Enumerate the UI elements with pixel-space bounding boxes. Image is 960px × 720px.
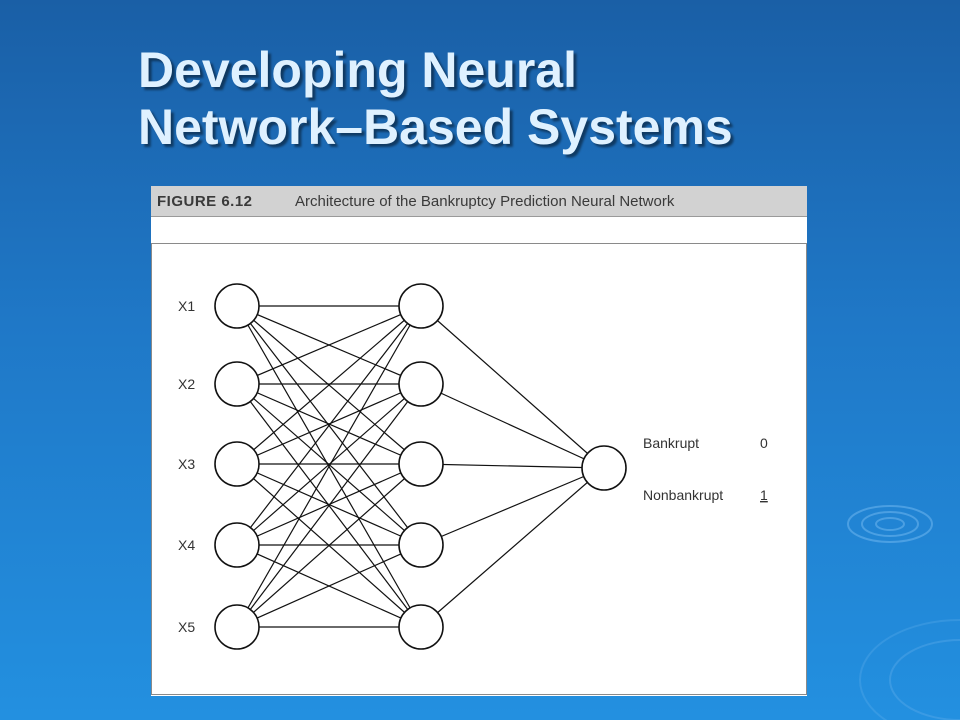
hidden-node [398,283,444,329]
slide-title-line-2: Network–Based Systems [138,99,733,155]
input-label: X3 [178,456,195,472]
connection-line [236,383,422,465]
figure-caption: Architecture of the Bankruptcy Predictio… [295,192,675,210]
input-label: X2 [178,376,195,392]
hidden-node [398,604,444,650]
output-node [581,445,627,491]
input-node [214,361,260,407]
input-label: X5 [178,619,195,635]
input-node [214,522,260,568]
figure-number: FIGURE 6.12 [157,192,253,210]
output-class-value: 1 [760,487,768,503]
connection-line [420,467,605,546]
connection-line [420,467,605,628]
connection-line [236,305,422,628]
connection-line [236,305,422,385]
connection-line [236,305,422,465]
figure-header: FIGURE 6.12 Architecture of the Bankrupt… [151,186,807,217]
input-node [214,441,260,487]
connection-line [236,463,422,628]
slide-title: Developing Neural Network–Based Systems [138,42,733,156]
connection-line [236,544,422,628]
input-node [214,283,260,329]
figure-panel: FIGURE 6.12 Architecture of the Bankrupt… [151,186,807,696]
input-label: X1 [178,298,195,314]
connection-line [420,463,605,469]
hidden-node [398,441,444,487]
ripple-decoration [847,505,960,720]
connection-line [236,305,422,546]
figure-spacer [151,217,807,244]
output-class-value: 0 [760,435,768,451]
hidden-node [398,522,444,568]
hidden-node [398,361,444,407]
connection-line [236,463,422,546]
slide-title-line-1: Developing Neural [138,42,577,98]
input-node [214,604,260,650]
connection-line [236,383,422,546]
input-label: X4 [178,537,195,553]
connection-line [420,305,605,469]
output-class-label: Bankrupt [643,435,699,451]
output-class-label: Nonbankrupt [643,487,723,503]
connection-line [420,383,605,469]
connection-line [236,383,422,628]
